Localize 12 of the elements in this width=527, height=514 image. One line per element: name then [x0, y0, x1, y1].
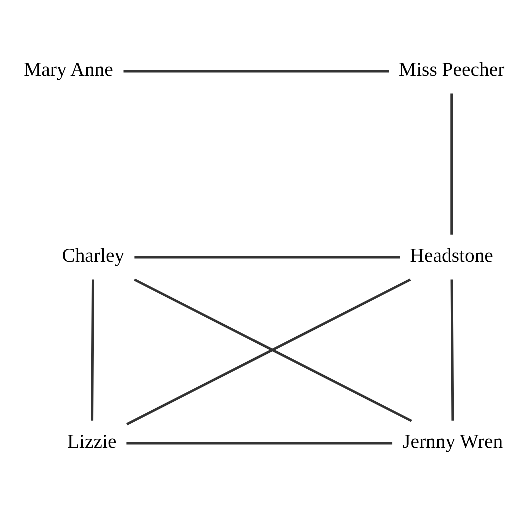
connector [134, 256, 400, 258]
connector [450, 93, 453, 234]
connector [450, 279, 454, 420]
connector [123, 70, 389, 72]
node-text: Headstone [410, 244, 493, 267]
node-text: Charley [62, 244, 124, 267]
node-text: Miss Peecher [398, 58, 504, 81]
node-text: Lizzie [67, 430, 116, 453]
node-text: Jernny Wren [402, 430, 503, 453]
node-text: Mary Anne [24, 58, 113, 81]
connector [90, 279, 94, 420]
connector [126, 442, 392, 444]
